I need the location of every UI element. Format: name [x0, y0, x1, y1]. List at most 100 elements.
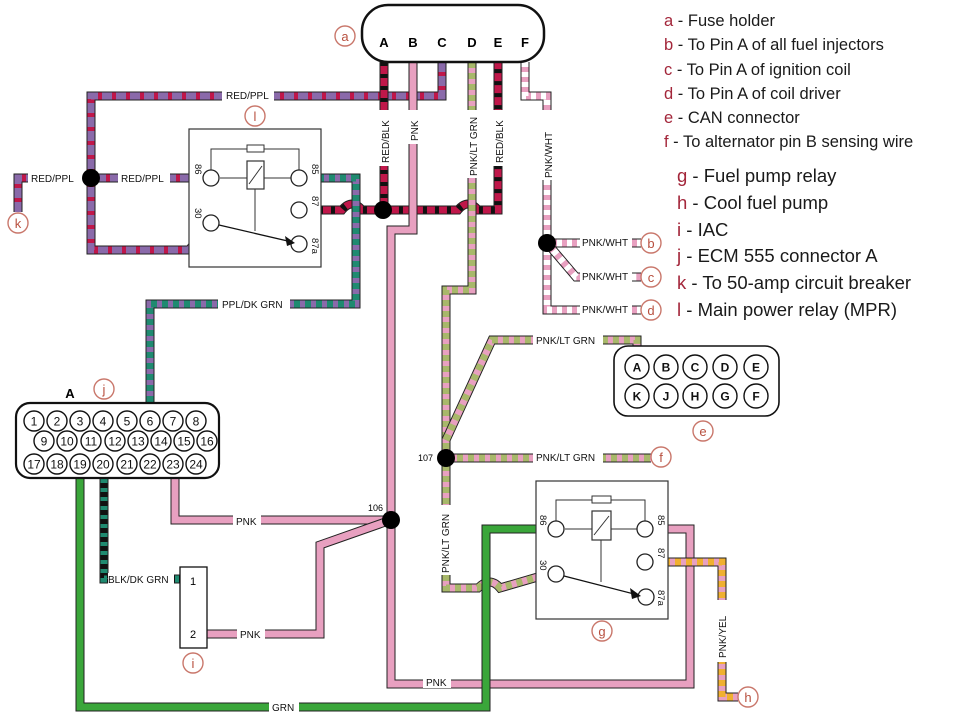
iac-pin-2: 2 [190, 629, 196, 641]
svg-text:11: 11 [85, 435, 98, 449]
splice-106 [382, 511, 400, 529]
wire-label-pnk-23: PNK [236, 517, 257, 528]
ecm-pin-19: 19 [69, 453, 91, 475]
wire-blk-dk-grn [99, 470, 180, 584]
legend-item-f: f - To alternator pin B sensing wire [664, 133, 914, 152]
fuse-pin-A: A [379, 35, 389, 50]
wire-label-pnk-lt-grn-d: PNK/LT GRN [469, 117, 480, 176]
callout-l: l [244, 105, 266, 127]
wire-label-red-blk-a: RED/BLK [381, 120, 392, 163]
svg-text:g: g [598, 624, 605, 639]
callout-f: f [650, 446, 672, 468]
mpr-pin-85 [290, 169, 308, 187]
svg-text:c: c [648, 270, 655, 285]
svg-text:J: J [663, 390, 670, 404]
can-pin-C: C [682, 354, 708, 380]
fpr-pin-30 [547, 565, 565, 583]
svg-text:D: D [721, 361, 730, 375]
can-pin-B: B [653, 354, 679, 380]
mpr-label-87a: 87a [309, 238, 320, 255]
iac-pin-1: 1 [190, 576, 196, 588]
legend-item-a: a - Fuse holder [664, 12, 775, 30]
svg-text:10: 10 [60, 435, 74, 449]
mpr-pin-87 [290, 201, 308, 219]
mpr-pin-30 [202, 214, 220, 232]
ecm-pin-18: 18 [46, 453, 68, 475]
fuel-pump-relay: 86 85 87 30 87a [535, 480, 669, 620]
ecm-pin-5: 5 [116, 410, 138, 432]
legend-item-l: l - Main power relay (MPR) [677, 298, 898, 320]
fpr-label-85: 85 [655, 515, 666, 526]
svg-text:20: 20 [96, 458, 110, 472]
svg-text:e: e [699, 424, 706, 439]
legend-item-i: i - IAC [677, 218, 729, 240]
ecm-pin-4: 4 [92, 410, 114, 432]
callout-k: k [7, 212, 29, 234]
wire-label-pnk-wht-f: PNK/WHT [544, 132, 555, 178]
svg-text:19: 19 [73, 458, 87, 472]
fuse-pin-E: E [494, 35, 503, 50]
wire-ppl-dk-grn [145, 173, 361, 450]
can-pin-J: J [653, 383, 679, 409]
wire-label-pnk-yel: PNK/YEL [718, 615, 729, 658]
callout-d: d [640, 299, 662, 321]
mpr-label-85: 85 [309, 164, 320, 175]
ecm-pin-1: 1 [23, 410, 45, 432]
wire-pnk-23 [170, 470, 391, 525]
mpr-pin-86 [202, 169, 220, 187]
wire-label-ppl-dk-grn: PPL/DK GRN [222, 300, 283, 311]
ecm-pin-23: 23 [162, 453, 184, 475]
wire-label-pnk-lt-grn-can: PNK/LT GRN [536, 336, 595, 347]
fuse-pin-B: B [408, 35, 417, 50]
ecm-pin-10: 10 [56, 430, 78, 452]
svg-text:E: E [752, 361, 760, 375]
svg-text:13: 13 [131, 435, 145, 449]
svg-text:7: 7 [170, 415, 177, 429]
svg-text:H: H [691, 390, 700, 404]
mpr-label-30: 30 [192, 208, 203, 219]
wire-label-red-ppl-top: RED/PPL [226, 91, 269, 102]
can-pin-F: F [743, 383, 769, 409]
legend-secondary: g - Fuel pump relay h - Cool fuel pump i… [677, 163, 911, 324]
main-power-relay: 86 85 87 30 87a [188, 128, 322, 268]
svg-text:17: 17 [27, 458, 41, 472]
svg-text:h: h [744, 690, 751, 705]
fuse-pin-D: D [467, 35, 476, 50]
callout-i: i [182, 652, 204, 674]
legend-primary: a - Fuse holder b - To Pin A of all fuel… [664, 9, 913, 155]
svg-text:a: a [341, 29, 349, 44]
wire-label-pnk-lt-grn-alt: PNK/LT GRN [536, 453, 595, 464]
legend-item-g: g - Fuel pump relay [677, 165, 837, 186]
wire-label-pnk-wht-d: PNK/WHT [582, 305, 628, 316]
svg-text:1: 1 [31, 415, 38, 429]
wire-pnk-b [386, 62, 695, 689]
ecm-pin-24: 24 [185, 453, 207, 475]
svg-text:18: 18 [50, 458, 64, 472]
fuse-holder: A B C D E F [360, 3, 546, 64]
svg-text:22: 22 [143, 458, 157, 472]
svg-text:12: 12 [108, 435, 122, 449]
svg-text:23: 23 [166, 458, 180, 472]
svg-text:14: 14 [154, 435, 168, 449]
svg-text:F: F [752, 390, 759, 404]
svg-text:B: B [662, 361, 671, 375]
fpr-label-30: 30 [537, 560, 548, 571]
splice-label-107: 107 [418, 453, 433, 463]
can-pin-A: A [624, 354, 650, 380]
svg-text:2: 2 [54, 415, 61, 429]
can-pin-D: D [712, 354, 738, 380]
svg-text:9: 9 [41, 435, 48, 449]
wire-label-blk-dk-grn: BLK/DK GRN [108, 575, 169, 586]
can-pin-K: K [624, 383, 650, 409]
svg-text:k: k [15, 216, 22, 231]
callout-j: j [93, 378, 115, 400]
wire-label-red-ppl-left: RED/PPL [31, 174, 74, 185]
fpr-label-87: 87 [655, 548, 666, 559]
wire-pnk-wht-f [520, 62, 641, 315]
svg-text:16: 16 [200, 435, 214, 449]
wire-label-pnk-b: PNK [410, 120, 421, 141]
can-pin-E: E [743, 354, 769, 380]
mpr-label-87: 87 [309, 196, 320, 207]
